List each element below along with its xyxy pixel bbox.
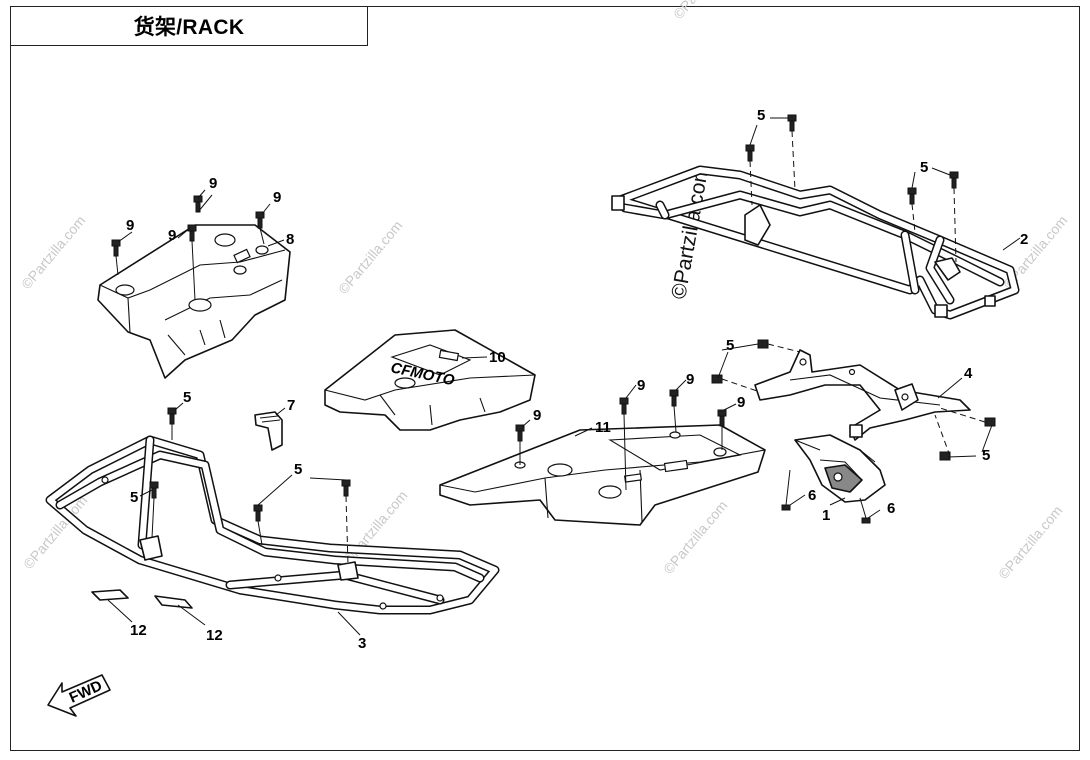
- callout-3: 3: [358, 635, 366, 652]
- callout-9: 9: [273, 189, 281, 206]
- watermark: ©Partzilla.com: [995, 502, 1065, 582]
- callout-5: 5: [130, 489, 138, 506]
- callout-5: 5: [757, 107, 765, 124]
- callout-9-extra: 9: [737, 394, 745, 411]
- watermark: ©Partzilla.com: [670, 0, 740, 22]
- callout-8: 8: [286, 231, 294, 248]
- callout-9: 9: [168, 227, 176, 244]
- callout-5: 5: [726, 337, 734, 354]
- screws-part-1: [781, 469, 871, 524]
- callouts: 9 9 9 9 8 10 7 5 5 5 3 12 12 5 5 2 5 4 5…: [126, 107, 1028, 652]
- watermark: ©Partzilla.com: [335, 217, 405, 297]
- callout-9: 9: [126, 217, 134, 234]
- watermark: ©Partzilla.com: [660, 497, 730, 577]
- part-2-rear-rack: [611, 165, 1020, 320]
- bolts-part-3: [149, 407, 351, 566]
- bolts-part-8: [111, 194, 265, 301]
- callout-4: 4: [964, 365, 973, 382]
- diagram-frame: [10, 6, 1080, 751]
- part-7-bracket: [254, 411, 283, 451]
- part-12-pads: [91, 589, 193, 609]
- title-box: 货架/RACK: [10, 6, 368, 46]
- callout-9: 9: [637, 377, 645, 394]
- callout-5: 5: [982, 447, 990, 464]
- part-11-front-cover: [439, 424, 766, 526]
- callout-10: 10: [489, 349, 506, 366]
- callout-11: 11: [595, 419, 611, 436]
- part-10-center-cover: CFMOTO: [324, 329, 536, 431]
- part-1-light-mount: [794, 434, 886, 503]
- bolts-part-4: [711, 339, 996, 461]
- callout-1: 1: [822, 507, 830, 524]
- part-3-front-rack: [45, 435, 500, 615]
- callout-5: 5: [183, 389, 191, 406]
- callout-2: 2: [1020, 231, 1028, 248]
- callout-12: 12: [206, 627, 223, 644]
- page-title: 货架/RACK: [133, 16, 245, 39]
- bolts-part-2: [745, 114, 959, 263]
- fwd-label: FWD: [67, 677, 105, 706]
- callout-12: 12: [130, 622, 147, 639]
- part-4-support-bracket: [754, 349, 971, 441]
- watermark: ©Partzilla.com: [18, 212, 88, 292]
- callout-9: 9: [209, 175, 217, 192]
- callout-6: 6: [808, 487, 816, 504]
- callout-5: 5: [294, 461, 302, 478]
- leader-lines: [107, 117, 1021, 636]
- callout-9: 9: [686, 371, 694, 388]
- callout-5: 5: [920, 159, 928, 176]
- fwd-arrow-icon: FWD: [47, 674, 111, 717]
- bolts-part-11: [515, 389, 727, 491]
- callout-7: 7: [287, 397, 295, 414]
- part-8-rear-cover: [97, 224, 291, 379]
- callout-6: 6: [887, 500, 895, 517]
- callout-9: 9: [533, 407, 541, 424]
